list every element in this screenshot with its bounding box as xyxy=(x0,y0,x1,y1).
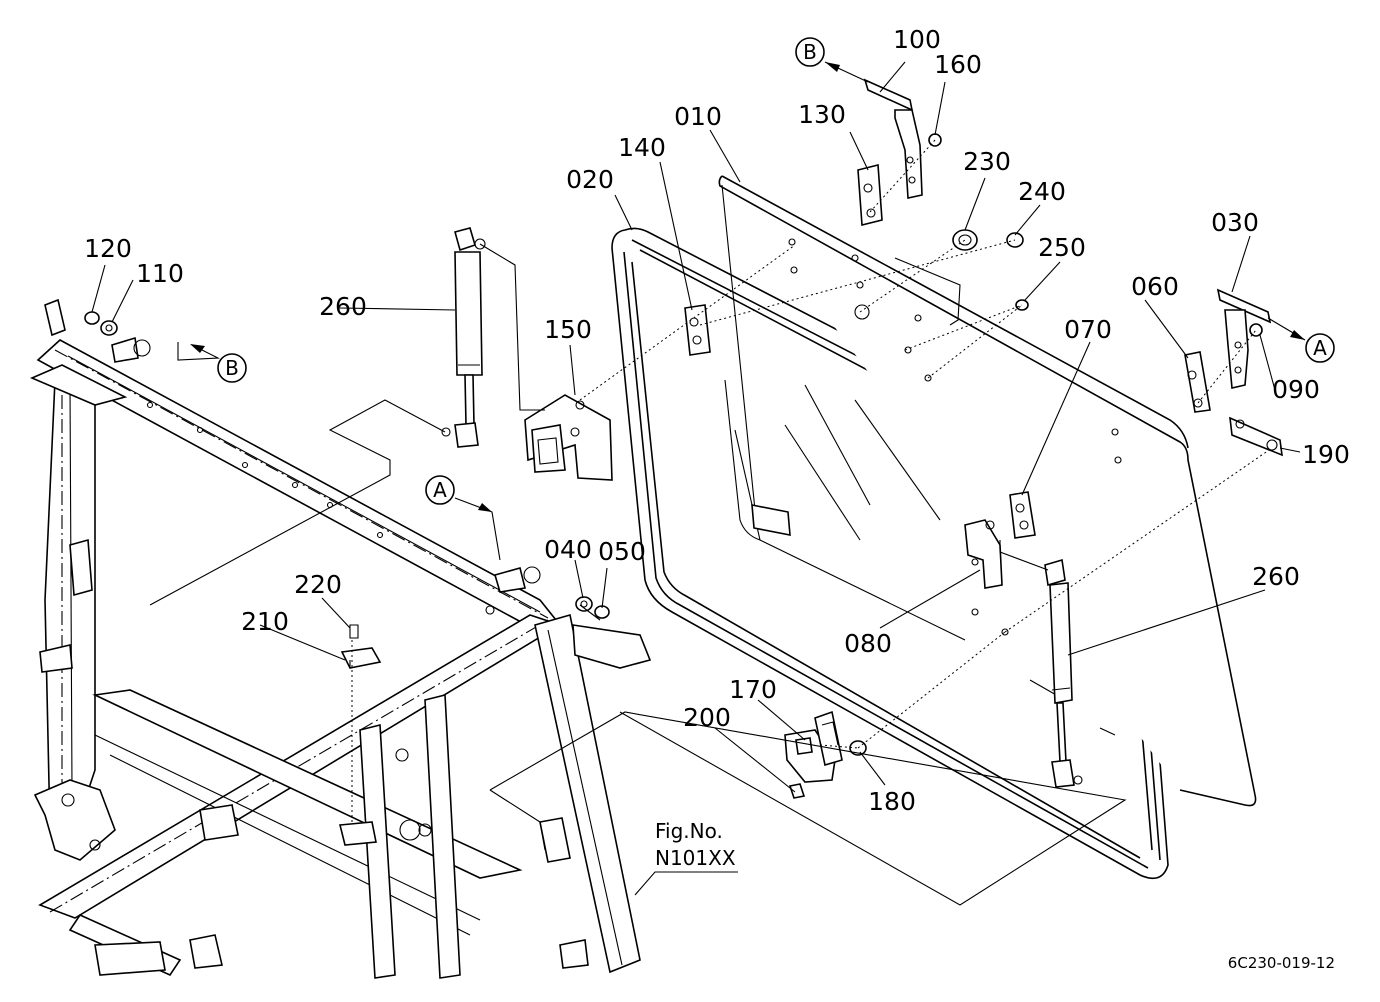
nut-120 xyxy=(84,311,100,325)
ref-b-top-letter: B xyxy=(803,40,817,64)
label-170: 170 xyxy=(729,675,777,704)
label-180: 180 xyxy=(868,787,916,816)
label-050: 050 xyxy=(598,537,646,566)
label-130: 130 xyxy=(798,100,846,129)
gas-strut-left xyxy=(441,227,486,448)
label-100: 100 xyxy=(893,25,941,54)
label-240: 240 xyxy=(1018,177,1066,206)
label-220: 220 xyxy=(294,570,342,599)
label-120: 120 xyxy=(84,234,132,263)
label-140: 140 xyxy=(618,133,666,162)
plate-060 xyxy=(1184,351,1211,413)
fig-no-value: N101XX xyxy=(655,846,736,870)
part-labels: 100 160 130 010 140 020 230 240 250 030 … xyxy=(84,25,1350,816)
ref-a-left-letter: A xyxy=(433,478,447,502)
label-040: 040 xyxy=(544,535,592,564)
ref-a-right-letter: A xyxy=(1313,336,1327,360)
ref-marker-b-left: B xyxy=(177,342,247,383)
label-260-left: 260 xyxy=(319,292,367,321)
hinge-100 xyxy=(863,78,923,199)
grommet-230 xyxy=(952,229,978,251)
label-190: 190 xyxy=(1302,440,1350,469)
label-260-right: 260 xyxy=(1252,562,1300,591)
label-200: 200 xyxy=(683,703,731,732)
ref-marker-a-right: A xyxy=(1267,317,1335,363)
plate-190 xyxy=(1229,416,1283,457)
label-060: 060 xyxy=(1131,272,1179,301)
bracket-150 xyxy=(524,394,613,481)
ref-b-left-letter: B xyxy=(225,356,239,380)
label-010: 010 xyxy=(674,102,722,131)
hinge-030 xyxy=(1216,288,1272,389)
label-160: 160 xyxy=(934,50,982,79)
cab-frame xyxy=(29,298,652,979)
plate-140 xyxy=(684,304,711,356)
screw-200 xyxy=(788,783,806,799)
label-030: 030 xyxy=(1211,208,1259,237)
drawing-code: 6C230-019-12 xyxy=(1228,954,1335,972)
label-110: 110 xyxy=(136,259,184,288)
label-020: 020 xyxy=(566,165,614,194)
leader-lines xyxy=(91,61,1301,896)
nut-090 xyxy=(1249,323,1263,337)
label-090: 090 xyxy=(1272,375,1320,404)
label-210: 210 xyxy=(241,607,289,636)
hinge-plate-130 xyxy=(857,163,883,227)
label-250: 250 xyxy=(1038,233,1086,262)
ref-marker-a-left: A xyxy=(425,475,501,561)
bracket-080 xyxy=(964,519,1003,589)
label-070: 070 xyxy=(1064,315,1112,344)
fig-no-label: Fig.No. xyxy=(655,819,723,843)
assembly-lines xyxy=(149,139,1273,906)
gas-strut-right xyxy=(1044,558,1083,788)
plate-070 xyxy=(1009,491,1036,539)
ref-marker-b-top: B xyxy=(795,37,869,83)
label-080: 080 xyxy=(844,629,892,658)
washer-040 xyxy=(575,596,593,612)
latch-170 xyxy=(784,710,843,783)
label-150: 150 xyxy=(544,315,592,344)
washer-110 xyxy=(100,320,118,336)
label-230: 230 xyxy=(963,147,1011,176)
figure-caption: Fig.No. N101XX xyxy=(655,819,736,870)
